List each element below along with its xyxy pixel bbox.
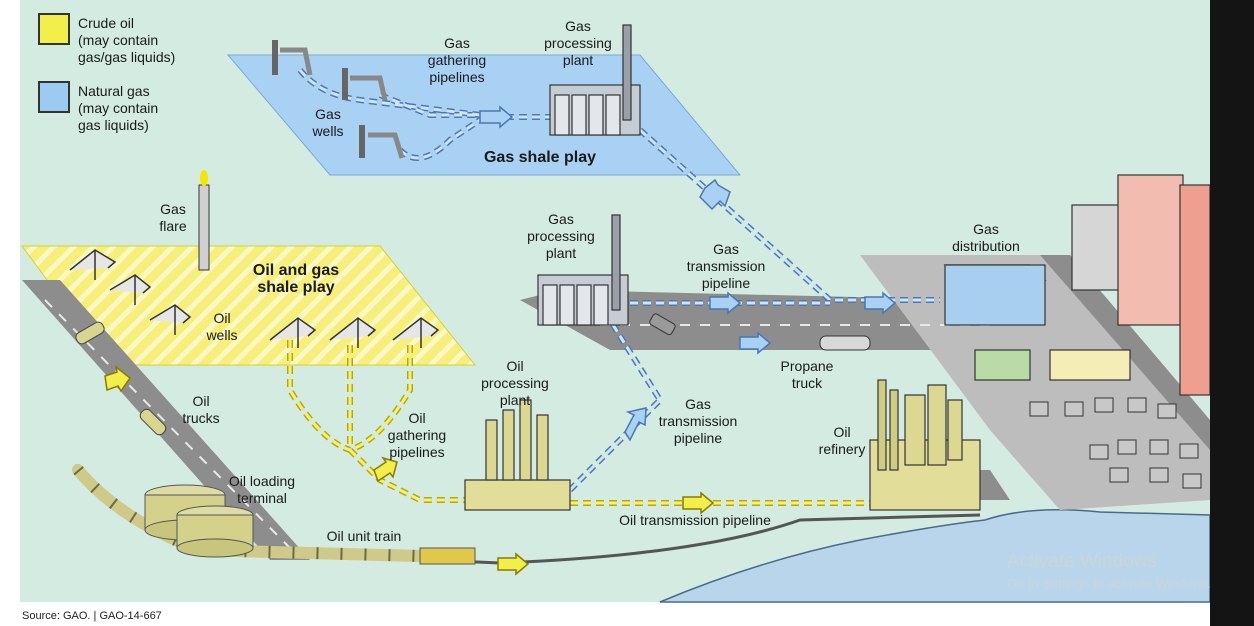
- arrow-gas-transmission-top: [699, 178, 731, 211]
- label-gas-transmission-pipeline-bottom: Gas transmission pipeline: [658, 396, 738, 446]
- label-oil-transmission-pipeline: Oil transmission pipeline: [619, 512, 771, 528]
- city-buildings: [974, 174, 1211, 396]
- flow-arrows: [479, 105, 897, 442]
- label-oil-loading-terminal: Oil loading terminal: [228, 473, 296, 506]
- legend-gas-swatch: [38, 81, 70, 113]
- arrow-oil-transmission: [682, 491, 715, 515]
- arrow-oil-gathering: [373, 456, 398, 483]
- gas-flare-stack: [198, 170, 210, 271]
- label-propane-truck: Propane truck: [780, 358, 834, 391]
- label-oil-processing-plant: Oil processing plant: [481, 358, 549, 408]
- screen-edge: [1210, 0, 1254, 626]
- label-oil-gathering-pipelines: Oil gathering pipelines: [387, 410, 447, 460]
- label-gas-wells: Gas wells: [312, 106, 344, 139]
- oil-refinery-plant: [869, 379, 981, 511]
- arrow-propane: [739, 331, 772, 355]
- label-gas-processing-plant-top: Gas processing plant: [544, 18, 612, 68]
- oil-storage-tanks: [144, 484, 254, 558]
- water-body: [659, 509, 1211, 603]
- label-oil-wells: Oil wells: [206, 310, 238, 343]
- activation-watermark-title: Activate Windows: [1007, 551, 1157, 572]
- label-oil-gas-shale-play: Oil and gas shale play: [252, 262, 340, 296]
- label-gas-gathering-pipelines: Gas gathering pipelines: [427, 35, 487, 85]
- locomotive: [419, 547, 476, 565]
- source-caption: Source: GAO. | GAO-14-667: [22, 610, 162, 622]
- arrow-gas-gathering: [479, 105, 514, 129]
- label-oil-trucks: Oil trucks: [182, 393, 220, 426]
- label-gas-transmission-pipeline-top: Gas transmission pipeline: [686, 241, 766, 291]
- small-truck: [649, 313, 676, 336]
- gas-well-icons: [272, 40, 405, 159]
- houses: [1029, 397, 1202, 489]
- legend-natural-gas-text: Natural gas (may contain gas liquids): [78, 83, 159, 133]
- arrow-gas-transmission-mid: [709, 291, 742, 315]
- propane-truck: [819, 335, 871, 351]
- arrow-oil-train: [497, 552, 530, 576]
- gas-distribution-building: [943, 264, 1047, 326]
- road-left: [22, 280, 310, 560]
- label-oil-refinery: Oil refinery: [818, 424, 866, 457]
- label-gas-flare: Gas flare: [159, 201, 187, 234]
- label-gas-processing-plant-mid: Gas processing plant: [527, 211, 595, 261]
- legend-crude-oil-text: Crude oil (may contain gas/gas liquids): [78, 15, 176, 65]
- label-gas-distribution: Gas distribution: [952, 221, 1020, 254]
- arrow-gas-distribution: [864, 291, 897, 315]
- oil-truck-lower: [139, 408, 167, 436]
- oil-truck-upper: [75, 321, 105, 345]
- legend-crude-swatch: [38, 13, 70, 45]
- oil-pump-icons: [69, 249, 440, 348]
- gas-processing-plant-mid: [537, 214, 629, 326]
- oil-processing-plant: [464, 399, 571, 511]
- gas-processing-plant-top: [549, 24, 641, 136]
- arrow-gas-transmission-bottom: [624, 407, 647, 442]
- label-gas-shale-play: Gas shale play: [483, 149, 597, 166]
- label-oil-unit-train: Oil unit train: [326, 528, 402, 544]
- activation-watermark-subtitle: Go to Settings to activate Windows.: [1007, 576, 1213, 591]
- arrow-oil-truck: [104, 365, 132, 393]
